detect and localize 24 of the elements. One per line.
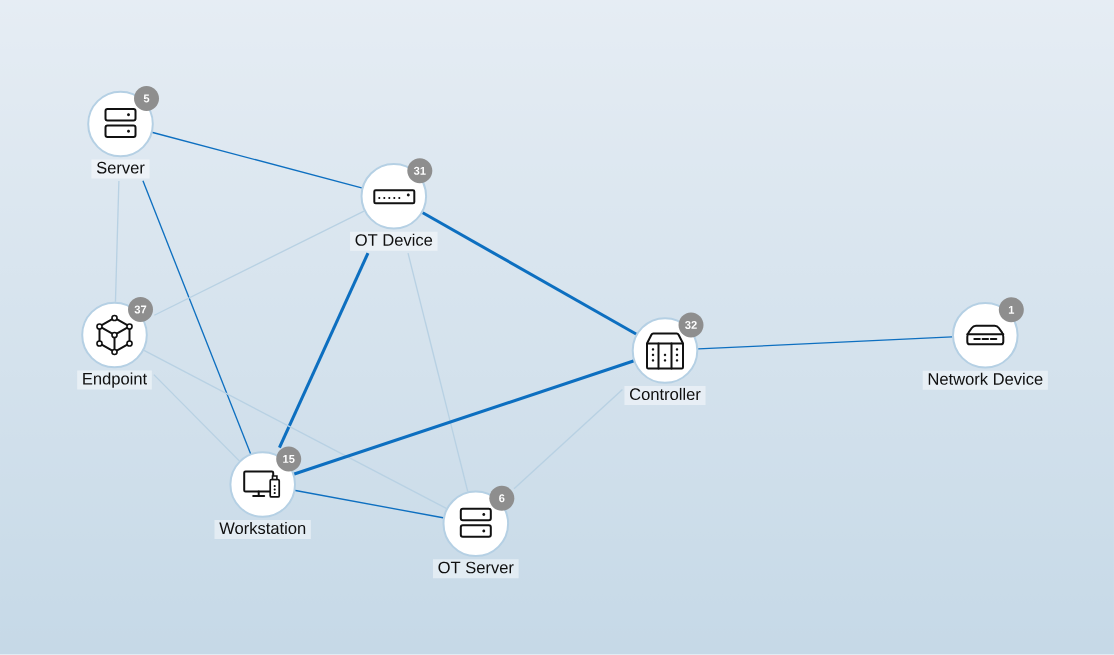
connector-line: [697, 336, 953, 350]
connector-line: [407, 252, 469, 493]
count-badge: 37: [128, 297, 153, 322]
connector-line: [153, 374, 240, 462]
connector-line: [278, 252, 370, 449]
connector-line: [143, 349, 447, 510]
node-label: OT Server: [433, 559, 519, 579]
node-label: Endpoint: [77, 370, 152, 390]
node-label: Controller: [624, 386, 706, 405]
connector-line: [142, 180, 252, 455]
count-badge: 31: [407, 158, 433, 184]
connector-line: [422, 211, 637, 336]
node-label: Workstation: [214, 520, 311, 539]
connector-line: [294, 489, 444, 519]
count-badge: 15: [276, 446, 302, 472]
count-badge: 32: [678, 312, 704, 338]
count-badge: 5: [134, 86, 159, 111]
count-badge: 1: [998, 297, 1024, 323]
connector-line: [152, 131, 363, 189]
connector-line: [153, 210, 365, 316]
connector-line: [513, 388, 624, 490]
connector-line: [114, 180, 120, 303]
count-badge: 6: [489, 485, 515, 511]
connector-line: [293, 359, 634, 476]
